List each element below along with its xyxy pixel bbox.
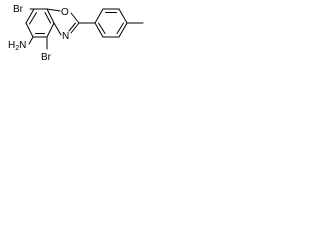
bond-c5-nh2 — [28, 36, 34, 45]
atom-nh2: H2N — [8, 40, 26, 52]
atom-oxygen: O — [61, 7, 69, 18]
bond-c7a-o — [46, 8, 61, 12]
atom-br-bottom: Br — [41, 52, 52, 63]
atom-br-top: Br — [13, 4, 24, 15]
bond-c6p-c1p — [94, 22, 104, 38]
bond-c4p-c5p-double — [116, 22, 124, 34]
bond-c4-c3a — [46, 22, 55, 38]
bond-c3a-c7a — [46, 8, 55, 24]
bond-c7-c6 — [25, 8, 35, 24]
oxazole-ring — [46, 8, 80, 36]
bond-c6-c5 — [25, 22, 34, 38]
benzo-ring — [25, 8, 55, 38]
chemical-structure-diagram: Br O N H2N Br — [8, 4, 144, 63]
bond-c7-c6-double — [29, 12, 37, 25]
bond-c6p-c1p-double — [98, 22, 106, 34]
bond-n-c3a — [53, 22, 62, 36]
atom-nitrogen: N — [62, 31, 69, 42]
bond-c3p-c4p — [118, 8, 128, 24]
bond-c3a-c7a-double — [44, 12, 51, 24]
tolyl-ring — [78, 8, 144, 38]
bond-c2-n — [70, 22, 80, 34]
bond-o-c2 — [70, 12, 80, 24]
bond-c2-n-double — [68, 22, 76, 32]
bond-c4p-c5p — [118, 22, 128, 38]
bond-c1p-c2p — [94, 8, 104, 24]
